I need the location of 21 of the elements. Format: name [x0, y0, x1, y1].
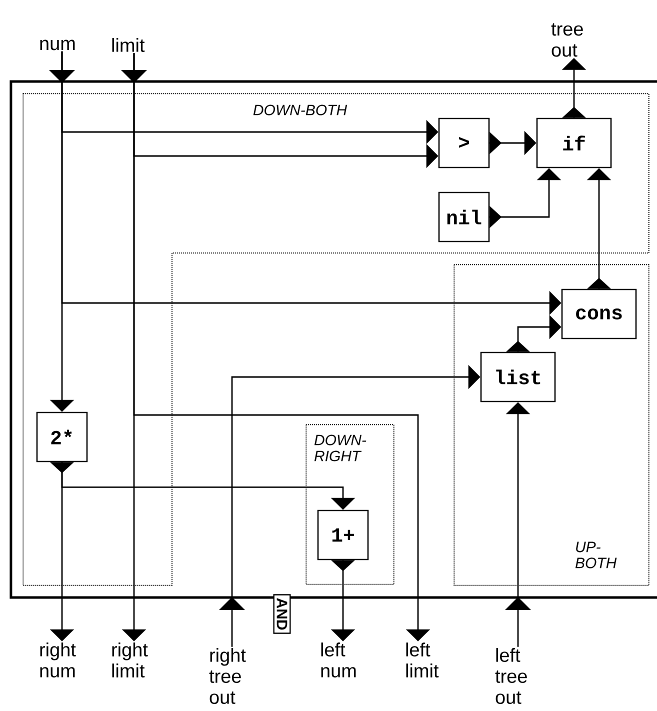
terminal-label: left num — [321, 642, 356, 678]
terminal-label: right tree out — [209, 648, 246, 704]
and-box: AND — [273, 594, 291, 634]
function-box: if — [536, 106, 612, 168]
terminal-label: left limit — [406, 642, 439, 678]
terminal-label: limit — [112, 38, 145, 52]
function-box: list — [480, 340, 556, 402]
function-box: cons — [561, 278, 637, 340]
function-box: nil — [438, 192, 502, 242]
connector-arrow — [231, 364, 480, 647]
terminal-label: right num — [40, 642, 76, 678]
connector-arrow — [133, 53, 430, 642]
function-box: 2* — [36, 412, 88, 474]
connector-arrow — [61, 462, 356, 510]
terminal-label: tree out — [551, 23, 583, 57]
terminal-label: left tree out — [495, 648, 527, 704]
terminal-label: num — [40, 40, 75, 50]
connector-arrow — [517, 314, 562, 352]
function-box: > — [438, 118, 502, 168]
function-box: 1+ — [317, 510, 369, 572]
terminal-label: right limit — [112, 642, 148, 678]
